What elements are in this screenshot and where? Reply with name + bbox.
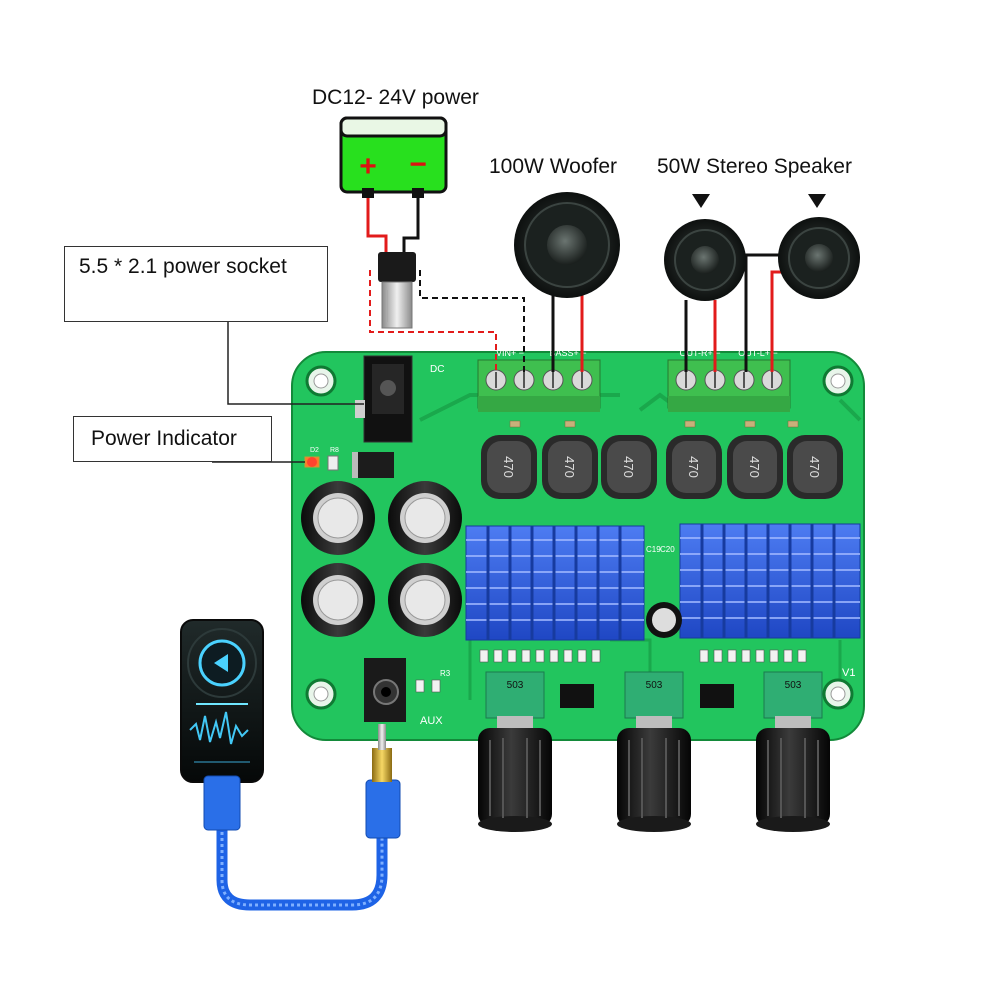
c19-label: C19: [646, 545, 661, 554]
dc-power-battery: + −: [339, 116, 448, 198]
inductor-label: 470: [747, 456, 762, 478]
knob-bass[interactable]: [478, 728, 552, 832]
inductors: 470 470 470 470 470 470: [481, 435, 843, 499]
wires: [212, 194, 792, 463]
mounting-holes: [305, 365, 854, 710]
inductor-label: 470: [501, 456, 516, 478]
audio-player-device: [180, 619, 264, 783]
dc-label: DC: [430, 364, 444, 375]
inductor-label: 470: [807, 456, 822, 478]
terminal-label-out-l: OUT-L+ −: [738, 348, 778, 358]
woofer-speaker: [514, 192, 620, 298]
aux-jack: AUX R3: [364, 658, 451, 727]
arrow-down-icon: [808, 194, 826, 208]
led-label: D2: [310, 447, 319, 454]
woofer-label: 100W Woofer: [489, 155, 617, 178]
terminal-label-out-r: OUT-R+ −: [679, 348, 720, 358]
waveform-icon: [189, 711, 249, 745]
potentiometer-treble: 503: [624, 671, 684, 730]
power-supply-label: DC12- 24V power: [312, 86, 479, 109]
potentiometer-bass: 503: [485, 671, 545, 730]
aux-label: AUX: [420, 715, 443, 727]
arrow-down-icon: [692, 194, 710, 208]
terminal-label-bass: BASS+ −: [549, 348, 586, 358]
r3-label: R3: [440, 669, 451, 678]
pot-label: 503: [785, 680, 802, 691]
dc-socket: DC: [355, 355, 444, 443]
power-indicator-callout: Power Indicator: [73, 416, 272, 462]
knob-volume[interactable]: [756, 728, 830, 832]
terminal-block-outputs: OUT-R+ − OUT-L+ −: [667, 348, 791, 412]
aux-cable: [203, 724, 401, 911]
c20-label: C20: [660, 545, 675, 554]
smd-caps: [509, 420, 799, 428]
diode: [352, 452, 394, 478]
battery-plus-icon: +: [359, 150, 377, 183]
terminal-block-power-bass: VIN+ − BASS+ −: [477, 348, 601, 412]
pot-label: 503: [646, 680, 663, 691]
opamp-chip: [560, 684, 594, 708]
power-socket-callout: 5.5 * 2.1 power socket: [64, 246, 328, 322]
stereo-speaker-label: 50W Stereo Speaker: [657, 155, 852, 178]
inductor-label: 470: [562, 456, 577, 478]
barrel-plug: [378, 252, 416, 329]
pot-label: 503: [507, 680, 524, 691]
battery-minus-icon: −: [409, 148, 427, 181]
stereo-speaker-right: [664, 219, 746, 301]
heatsink-right: [679, 523, 861, 639]
terminal-label-power: VIN+ −: [496, 348, 524, 358]
resistor-row: [479, 649, 807, 663]
capacitors: [301, 481, 462, 637]
inductor-label: 470: [686, 456, 701, 478]
r8-label: R8: [330, 447, 339, 454]
knob-treble[interactable]: [617, 728, 691, 832]
power-indicator-label: Power Indicator: [91, 427, 237, 450]
power-socket-label: 5.5 * 2.1 power socket: [79, 255, 287, 278]
power-led: D2 R8: [304, 447, 339, 471]
v1-label: V1: [842, 667, 855, 679]
inductor-label: 470: [621, 456, 636, 478]
potentiometer-volume: 503: [763, 671, 823, 730]
heatsink-left: [465, 525, 645, 641]
opamp-chip: [700, 684, 734, 708]
stereo-speaker-left: [778, 217, 860, 299]
play-icon: [214, 654, 228, 672]
